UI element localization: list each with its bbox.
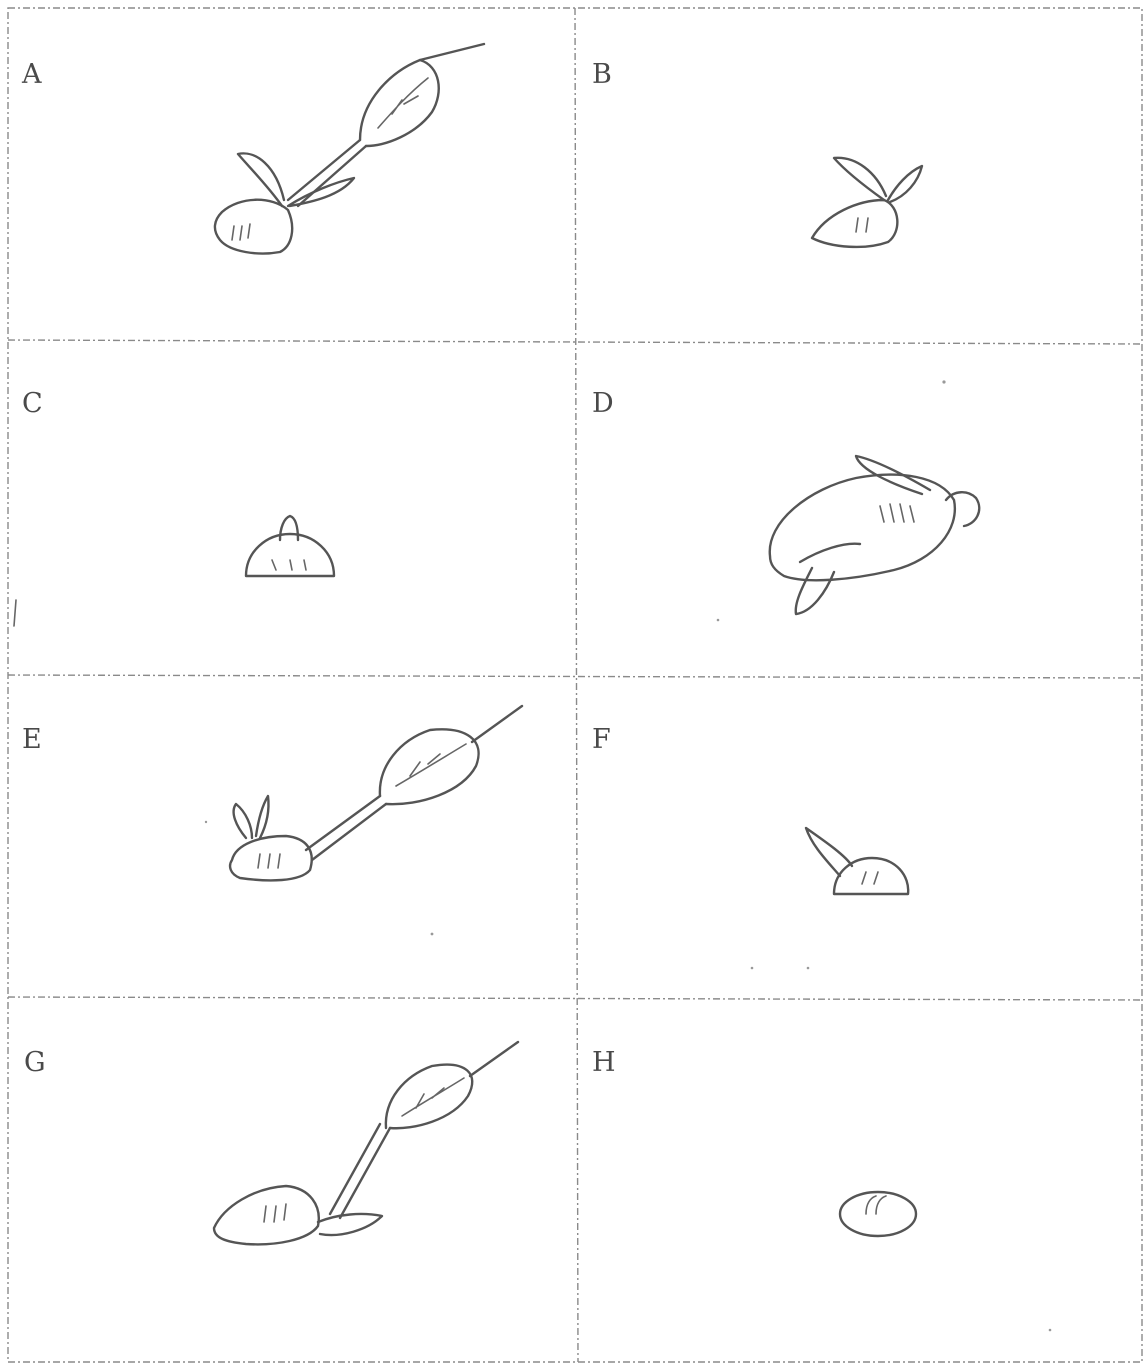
panel-label-e: E [22,724,42,755]
panel-grid [8,8,1142,1362]
panel-b: B [592,59,922,247]
seedling-g-drawing [214,1042,518,1244]
panel-label-f: F [592,724,611,755]
sprout-c-drawing [246,516,334,576]
panel-label-h: H [592,1047,616,1078]
seed-h-drawing [840,1192,916,1236]
panel-c: C [22,388,334,576]
seedling-a-drawing [215,44,484,254]
panel-f: F [592,724,908,894]
seedling-b-drawing [812,158,922,247]
sprout-f-drawing [806,828,908,894]
seedling-e-drawing [230,706,522,880]
panel-label-b: B [592,59,612,90]
panel-label-g: G [24,1047,46,1078]
seed-d-drawing [770,456,979,614]
panel-label-a: A [21,59,42,90]
scan-specks [14,380,1051,1331]
panel-h: H [592,1047,916,1236]
panel-label-c: C [22,388,43,419]
panel-a: A [21,44,484,254]
panel-d: D [592,388,979,614]
panel-label-d: D [592,388,614,419]
panel-g: G [24,1042,518,1244]
panel-e: E [22,706,522,880]
